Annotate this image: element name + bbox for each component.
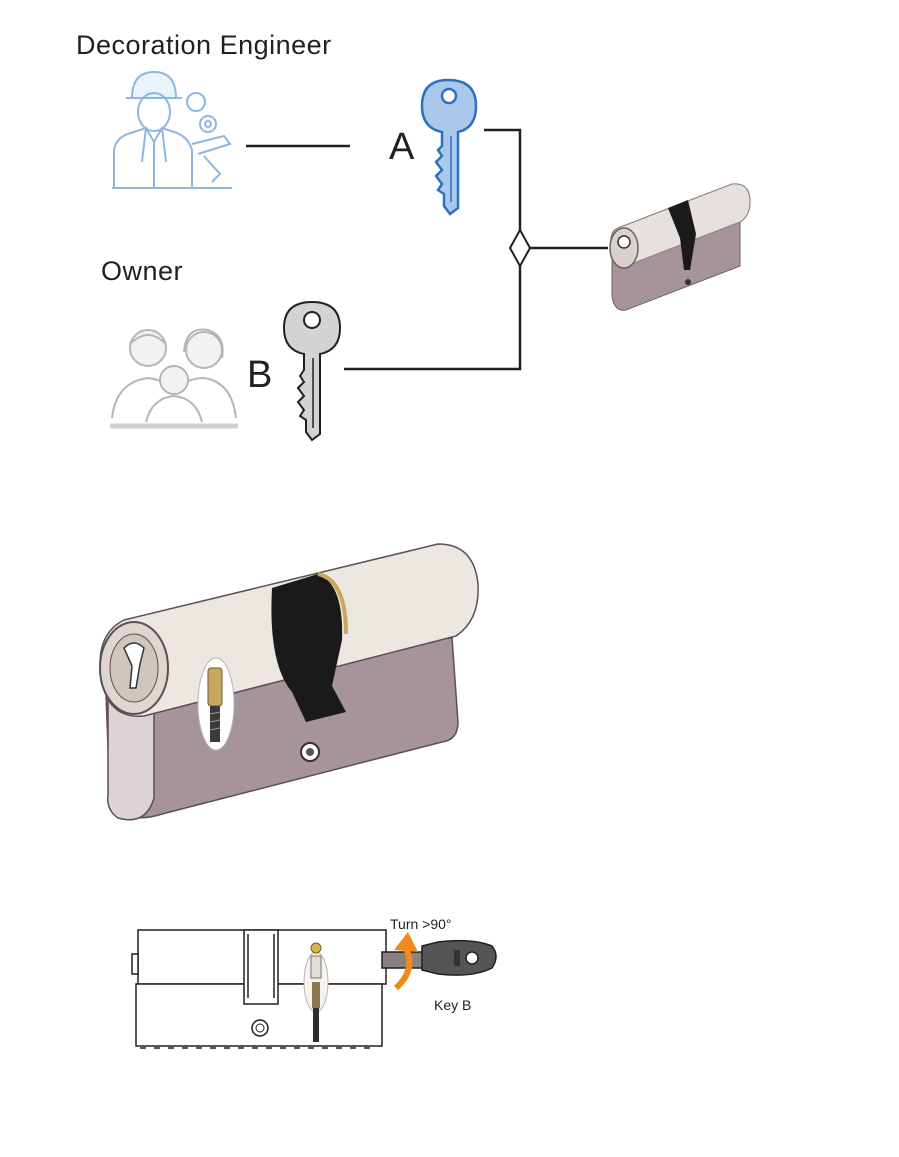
key-b-caption: Key B (434, 997, 472, 1013)
side-view-cylinder (131, 929, 387, 1049)
turn-label: Turn >90° (390, 916, 452, 932)
rotate-arrow-icon (393, 932, 418, 991)
lock-cylinder-icon (609, 183, 751, 311)
engineer-icon (112, 70, 232, 189)
key-a-label: A (389, 126, 415, 168)
key-b-icon (282, 300, 342, 442)
connector-lines (246, 128, 608, 371)
key-a-icon (420, 78, 478, 216)
engineer-label: Decoration Engineer (76, 30, 332, 60)
owner-label: Owner (101, 256, 184, 286)
inserted-key-b-icon (381, 939, 497, 976)
family-icon (110, 328, 238, 429)
key-b-label: B (247, 354, 273, 396)
large-lock-cylinder (99, 543, 479, 821)
